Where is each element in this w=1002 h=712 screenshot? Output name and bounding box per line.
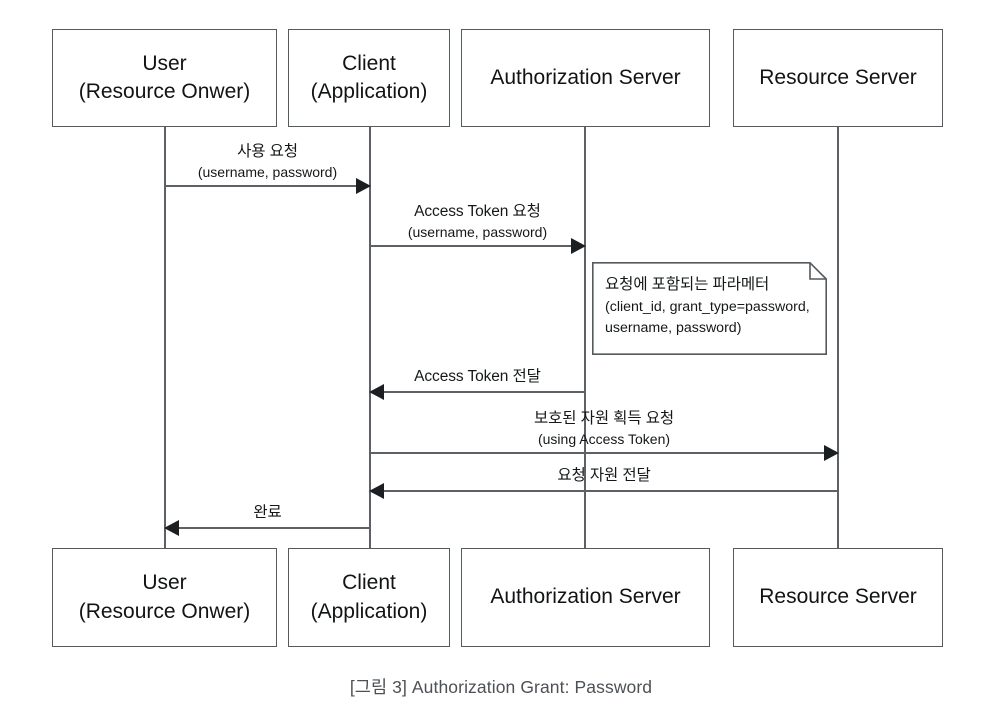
message-shaft [370, 391, 585, 393]
message-shaft [370, 452, 838, 454]
lifeline-client [369, 127, 371, 548]
lifeline-resource-server [837, 127, 839, 548]
participant-label-line1: User [142, 571, 187, 595]
message-label: 보호된 자원 획득 요청 (using Access Token) [370, 408, 838, 450]
note-line-2: (client_id, grant_type=password, [605, 298, 810, 315]
message-label-main: 완료 [253, 504, 282, 521]
message-shaft [370, 245, 585, 247]
message-label-main: Access Token 전달 [414, 368, 541, 385]
message-shaft [165, 185, 370, 187]
lifeline-authorization-server [584, 127, 586, 548]
participant-footer-resource-server[interactable]: Resource Server [733, 548, 943, 647]
lifeline-user [164, 127, 166, 548]
arrow-head-right-icon [824, 444, 839, 461]
message-label: 사용 요청 (username, password) [165, 141, 370, 183]
participant-footer-authorization-server[interactable]: Authorization Server [461, 548, 710, 647]
note-request-parameters: 요청에 포함되는 파라메터 (client_id, grant_type=pas… [592, 262, 827, 355]
note-line-3: username, password) [605, 319, 742, 336]
message-label-main: 보호된 자원 획득 요청 [533, 410, 675, 428]
message-label-sub: (using Access Token) [537, 431, 671, 448]
arrow-head-left-icon [164, 519, 179, 536]
message-label: Access Token 전달 [370, 366, 585, 388]
message-label: 요청 자원 전달 [370, 465, 838, 487]
participant-label-line2: (Resource Onwer) [78, 599, 251, 623]
participant-label-line2: (Application) [310, 80, 428, 103]
participant-footer-user[interactable]: User (Resource Onwer) [52, 548, 277, 647]
message-label-sub: (username, password) [407, 224, 548, 241]
participant-header-resource-server[interactable]: Resource Server [733, 29, 943, 127]
participant-footer-client[interactable]: Client (Application) [288, 548, 450, 647]
message-shaft [165, 527, 370, 529]
participant-label-line1: Resource Server [759, 585, 917, 609]
message-label-sub: (username, password) [197, 164, 338, 181]
arrow-head-right-icon [571, 237, 586, 254]
arrow-head-left-icon [369, 482, 384, 499]
message-label-main: 사용 요청 [237, 143, 298, 161]
figure-caption: [그림 3] Authorization Grant: Password [349, 677, 653, 697]
message-label-main: 요청 자원 전달 [557, 467, 651, 484]
note-line-1: 요청에 포함되는 파라메터 [605, 276, 770, 293]
participant-header-authorization-server[interactable]: Authorization Server [461, 29, 710, 127]
participant-label-line1: User [142, 51, 187, 75]
participant-label-line2: (Application) [310, 599, 428, 623]
message-label: Access Token 요청 (username, password) [370, 201, 585, 243]
note-shape-icon [592, 262, 827, 355]
arrow-head-left-icon [369, 383, 384, 400]
message-shaft [370, 490, 838, 492]
participant-label-line2: (Resource Onwer) [78, 80, 251, 103]
participant-label-line1: Client [342, 571, 396, 595]
participant-label-line1: Resource Server [759, 65, 917, 89]
participant-header-user[interactable]: User (Resource Onwer) [52, 29, 277, 127]
participant-label-line1: Authorization Server [490, 585, 681, 609]
note-content: 요청에 포함되는 파라메터 (client_id, grant_type=pas… [605, 273, 817, 339]
message-label: 완료 [165, 502, 370, 524]
participant-label-line1: Authorization Server [490, 65, 681, 89]
participant-label-line1: Client [342, 51, 396, 75]
arrow-head-right-icon [356, 177, 371, 194]
participant-header-client[interactable]: Client (Application) [288, 29, 450, 127]
message-label-main: Access Token 요청 [414, 203, 541, 221]
